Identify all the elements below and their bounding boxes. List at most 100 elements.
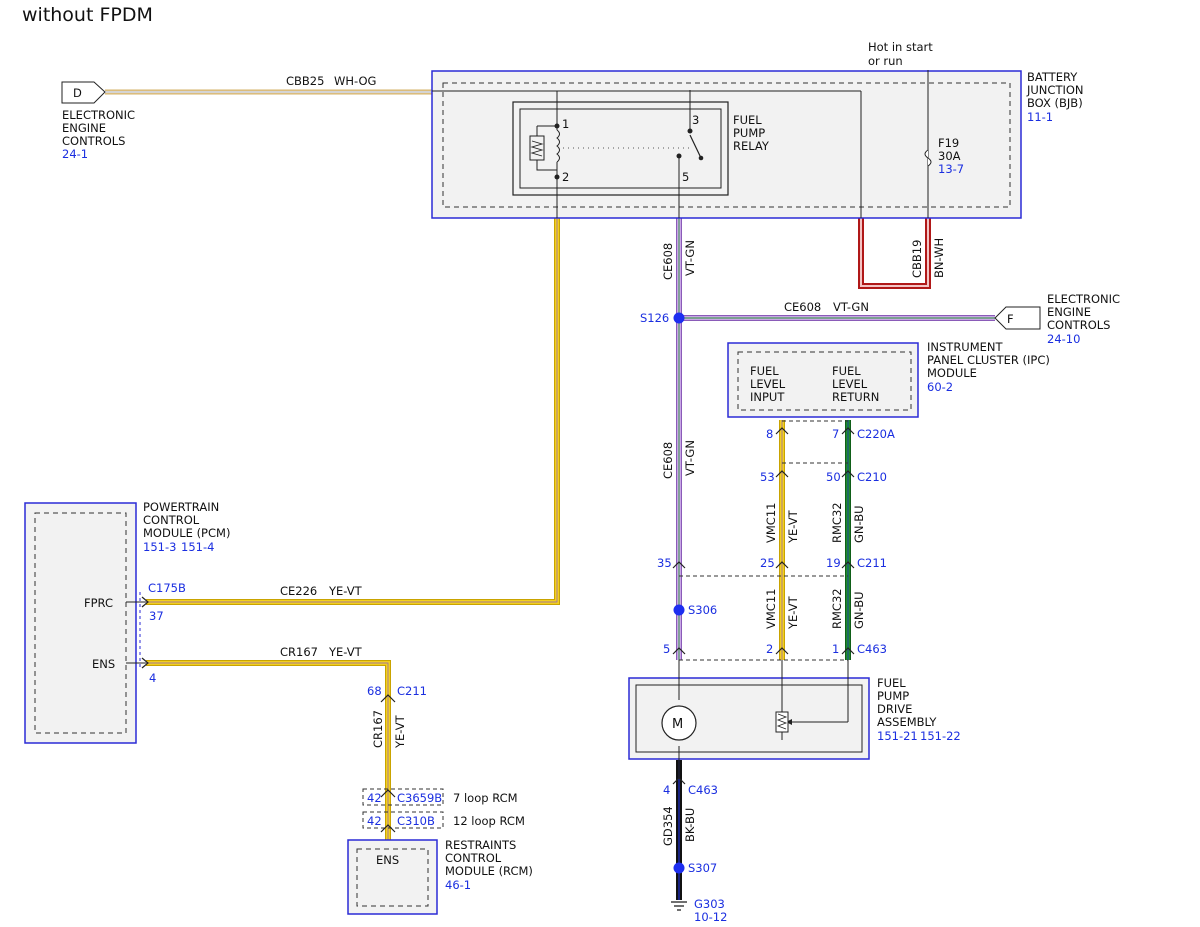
connector-d: D ELECTRONIC ENGINE CONTROLS 24-1 [61,81,135,161]
wire-cbb19 [858,218,931,289]
relay-pin-5: 5 [682,170,689,184]
svg-text:RMC32: RMC32 [830,588,844,629]
svg-text:1: 1 [832,642,839,656]
fuse-f19-label: F19 30A 13-7 [938,136,964,176]
hot-in-start-note: Hot in start or run [868,40,933,68]
splice-s126: S126 [640,311,685,325]
c220a-connector: 8 7 C220A [766,420,895,441]
svg-text:42: 42 [367,791,382,805]
svg-text:35: 35 [657,556,672,570]
svg-text:19: 19 [826,556,841,570]
pcm-module: FPRC ENS POWERTRAIN CONTROL MODULE (PCM)… [24,500,230,744]
svg-text:ELECTRONIC: ELECTRONIC [62,108,135,122]
relay-pin-1: 1 [562,117,569,131]
svg-text:C310B: C310B [397,814,435,828]
svg-text:BOX (BJB): BOX (BJB) [1027,96,1083,110]
svg-text:2: 2 [766,642,773,656]
svg-text:RESTRAINTS: RESTRAINTS [445,838,516,852]
svg-text:60-2: 60-2 [927,380,953,394]
svg-text:BK-BU: BK-BU [683,808,697,842]
rcm-c310b: 42 C310B 12 loop RCM [362,811,525,833]
svg-text:4: 4 [663,783,670,797]
svg-text:INPUT: INPUT [750,390,785,404]
svg-text:FUEL: FUEL [877,676,906,690]
label-ce608-mid: CE608 VT-GN [661,440,697,479]
svg-text:S126: S126 [640,311,669,325]
c211-connector: 35 25 19 C211 [657,556,887,577]
svg-text:VT-GN: VT-GN [833,300,869,314]
svg-text:YE-VT: YE-VT [328,584,363,598]
svg-text:YE-VT: YE-VT [786,595,800,630]
splice-s306: S306 [673,603,717,617]
connector-d-letter: D [73,86,82,100]
svg-text:CBB25: CBB25 [286,74,324,88]
svg-text:GD354: GD354 [661,806,675,846]
svg-text:30A: 30A [938,149,961,163]
svg-text:ENS: ENS [376,853,399,867]
label-cr167-horizontal: CR167 YE-VT [280,645,363,659]
svg-text:YE-VT: YE-VT [328,645,363,659]
svg-text:C175B: C175B [148,581,186,595]
svg-text:ENGINE: ENGINE [1047,305,1091,319]
c463-connector-bottom: 4 C463 [663,777,718,797]
svg-text:S307: S307 [688,861,717,875]
connector-f: F ELECTRONIC ENGINE CONTROLS 24-10 [994,292,1120,346]
svg-text:CONTROL: CONTROL [143,513,200,527]
svg-text:MODULE: MODULE [927,366,977,380]
svg-text:MODULE (PCM): MODULE (PCM) [143,526,230,540]
svg-text:37: 37 [149,609,164,623]
svg-text:53: 53 [760,470,775,484]
svg-text:C211: C211 [397,684,427,698]
svg-text:VMC11: VMC11 [764,503,778,543]
svg-text:10-12: 10-12 [694,910,727,924]
svg-text:C3659B: C3659B [397,791,442,805]
svg-text:C220A: C220A [857,427,895,441]
svg-text:GN-BU: GN-BU [852,505,866,543]
page-title: without FPDM [22,4,153,26]
svg-text:FUEL: FUEL [832,364,861,378]
svg-text:42: 42 [367,814,382,828]
svg-text:ENS: ENS [92,657,115,671]
ground-g303: G303 10-12 [671,897,727,924]
svg-text:WH-OG: WH-OG [334,74,376,88]
svg-text:68: 68 [367,684,382,698]
wire-ce226 [146,177,560,605]
label-gd354: GD354 BK-BU [661,806,697,846]
svg-text:PUMP: PUMP [877,689,909,703]
label-vmc11-upper: VMC11 YE-VT [764,503,800,544]
c463-connector-top: 5 2 1 C463 [663,642,887,661]
svg-text:CE608: CE608 [784,300,821,314]
relay-pin-3: 3 [692,113,699,127]
svg-text:BATTERY: BATTERY [1027,70,1078,84]
svg-text:LEVEL: LEVEL [750,377,786,391]
svg-text:C210: C210 [857,470,887,484]
svg-text:POWERTRAIN: POWERTRAIN [143,500,219,514]
svg-text:VT-GN: VT-GN [683,440,697,476]
svg-text:151-4: 151-4 [181,540,214,554]
svg-text:or run: or run [868,54,903,68]
svg-text:24-10: 24-10 [1047,332,1080,346]
svg-text:CONTROL: CONTROL [445,851,502,865]
svg-text:151-21: 151-21 [877,729,918,743]
c210-connector: 53 50 C210 [760,462,887,484]
svg-text:FUEL: FUEL [750,364,779,378]
label-cbb19: CBB19 BN-WH [910,238,946,278]
svg-text:11-1: 11-1 [1027,110,1053,124]
fuel-pump-drive-assembly: M FUEL PUMP DRIVE ASSEMBLY 151-21 151-22 [628,660,961,778]
svg-text:RETURN: RETURN [832,390,879,404]
svg-text:S306: S306 [688,603,717,617]
label-rmc32-upper: RMC32 GN-BU [830,502,866,543]
svg-text:FUEL: FUEL [733,113,762,127]
label-ce608-top: CE608 VT-GN [661,240,697,280]
svg-text:CE226: CE226 [280,584,317,598]
svg-text:G303: G303 [694,897,725,911]
relay-pin-2: 2 [562,170,569,184]
label-rmc32-lower: RMC32 GN-BU [830,588,866,629]
svg-text:CR167: CR167 [371,710,385,748]
bjb-label: BATTERY JUNCTION BOX (BJB) 11-1 [1026,70,1084,124]
svg-text:LEVEL: LEVEL [832,377,868,391]
svg-text:151-22: 151-22 [920,729,961,743]
rcm-c3659b: 42 C3659B 7 loop RCM [362,788,518,806]
label-cbb25: CBB25 WH-OG [286,74,376,88]
